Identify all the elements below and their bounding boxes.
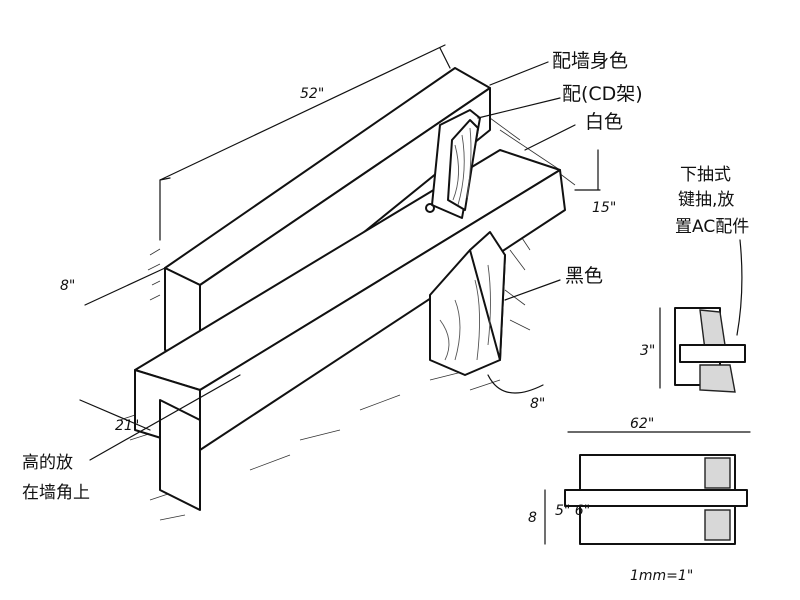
label-top-shelf: 配墙身色 [552,50,628,72]
drawer-note-line1: 下抽式 [680,165,731,185]
leader-lines [89,61,743,461]
left-note-line2: 在墙角上 [22,483,90,503]
dim-depth-8: 8" [60,278,75,294]
label-board-white: 白色 [585,111,623,133]
dim-top-length: 52" [300,86,324,102]
label-post-black: 黑色 [565,265,603,287]
dim-depth-21: 21" [115,418,139,434]
drawer-note-line3: 置AC配件 [675,217,749,237]
dim-front-62: 62" [630,416,654,432]
dim-front-h2: 5" 6" [555,503,590,519]
drawer-note-line2: 键抽,放 [678,190,734,210]
front-view-detail [544,431,751,545]
side-view-detail [659,307,746,393]
left-note-line1: 高的放 [22,453,73,473]
left-support [159,399,201,511]
label-upright: 配(CD架) [562,83,643,105]
dimension-lines [79,44,601,431]
cd-upright [425,109,481,219]
black-post [429,231,506,376]
dim-front-h: 8 [528,510,537,526]
dim-side-3: 3" [640,343,655,359]
dim-post-8: 8" [530,396,545,412]
dim-height-15: 15" [592,200,616,216]
dim-scale: 1mm=1" [630,568,693,584]
